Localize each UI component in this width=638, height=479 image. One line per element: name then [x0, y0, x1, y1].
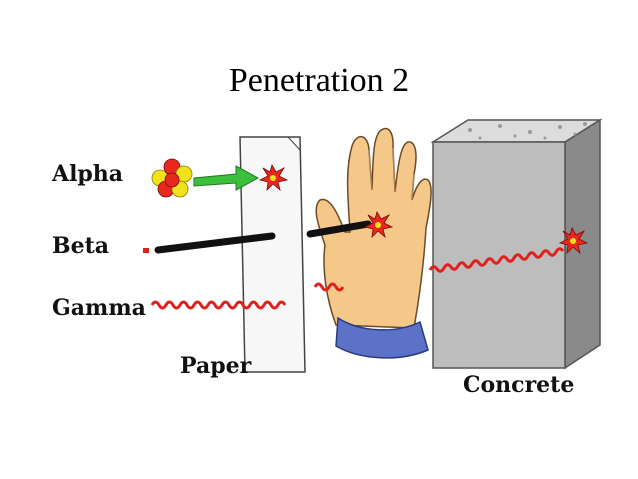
alpha-arrow	[193, 165, 260, 191]
concrete-block	[430, 118, 603, 370]
gamma-wave	[150, 247, 565, 310]
hand-icon	[315, 127, 432, 359]
alpha-particle	[151, 158, 193, 198]
sleeve-cuff	[335, 316, 429, 359]
beta-beam	[143, 220, 372, 254]
paper-label: Paper	[180, 353, 252, 379]
paper-sheet	[239, 136, 306, 373]
beta-label: Beta	[52, 233, 110, 259]
impact-burst-concrete	[558, 226, 589, 255]
alpha-label: Alpha	[52, 161, 124, 187]
slide-title: Penetration 2	[228, 62, 410, 99]
impact-burst-paper	[258, 163, 289, 192]
concrete-label: Concrete	[463, 372, 575, 398]
gamma-label: Gamma	[52, 295, 146, 321]
impact-burst-hand	[363, 210, 394, 239]
